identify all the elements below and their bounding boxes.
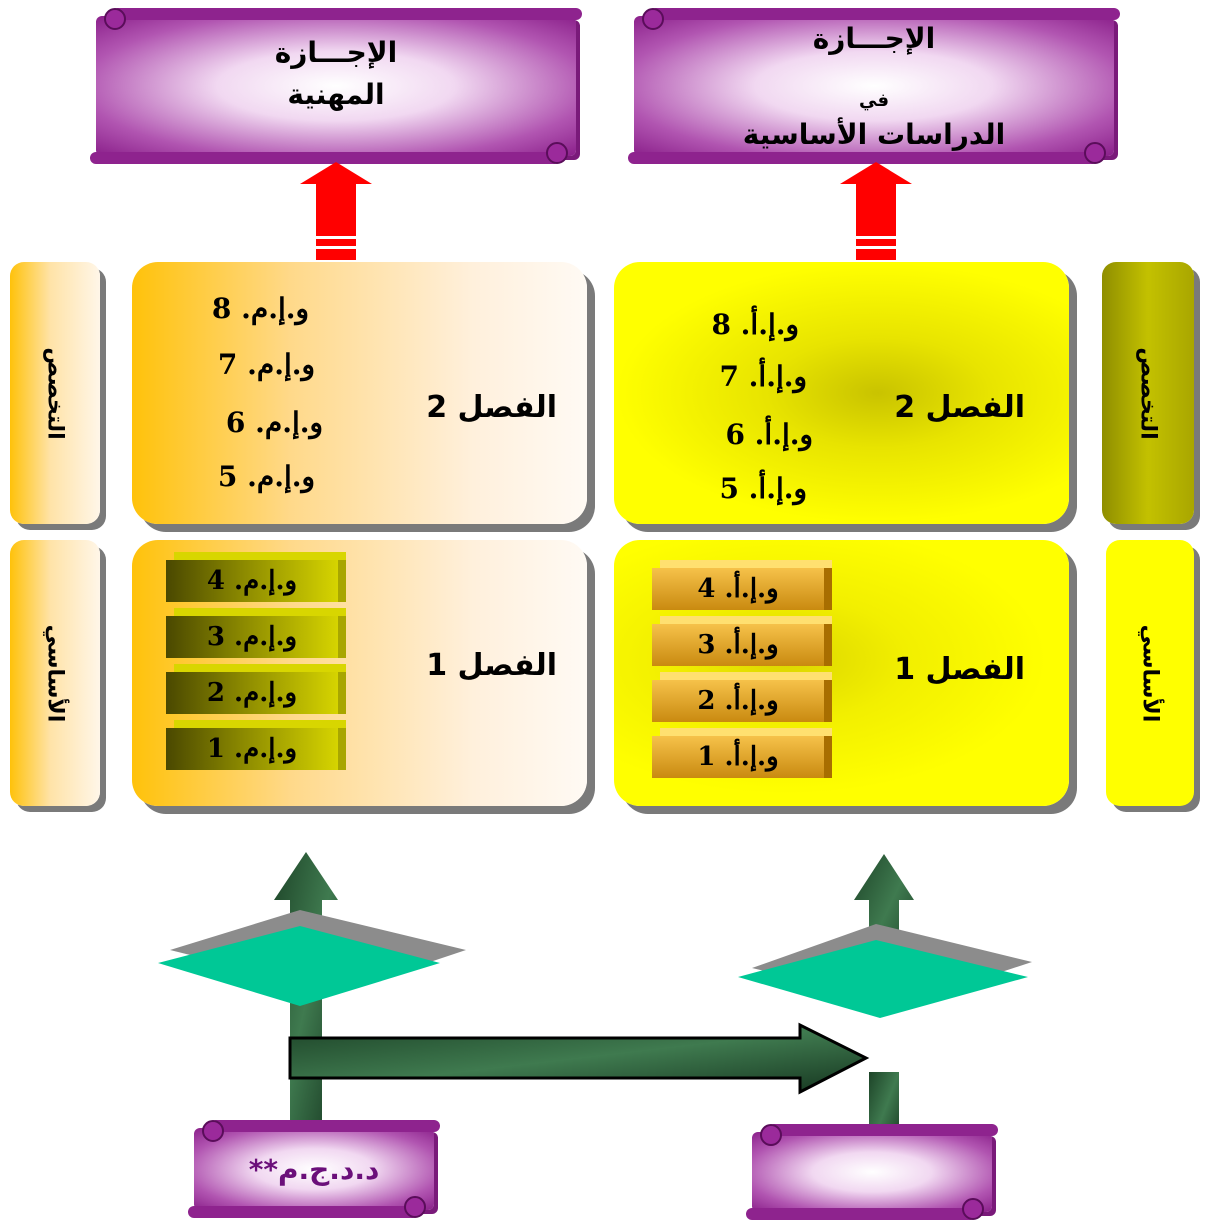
diploma-professional-subtitle: المهنية xyxy=(287,78,385,111)
fundamental-entry-label xyxy=(752,1132,992,1212)
module-block: و.إ.أ. 4 xyxy=(652,560,832,610)
red-up-arrow-left xyxy=(300,162,372,260)
side-tab-label: التخصص xyxy=(42,346,68,440)
side-tab-basic-left: الأساسي xyxy=(10,540,100,806)
module-item: و.إ.م. 7 xyxy=(217,348,315,381)
ddjm-banner: د.د.ج.م** xyxy=(188,1120,440,1218)
green-right-arrow xyxy=(288,1022,870,1095)
module-item: و.إ.م. 5 xyxy=(217,460,315,493)
diploma-professional-title: الإجـــازة xyxy=(274,36,398,69)
diploma-fundamental-banner: الإجـــازة في الدراسات الأساسية xyxy=(628,8,1120,164)
module-block: و.إ.م. 4 xyxy=(166,552,346,602)
diamond-left xyxy=(158,910,466,1006)
module-item: و.إ.أ. 8 xyxy=(711,308,799,341)
module-item: و.إ.أ. 7 xyxy=(719,360,807,393)
red-up-arrow-right xyxy=(840,162,912,260)
ddjm-label: د.د.ج.م** xyxy=(248,1152,380,1186)
pathway-diagram xyxy=(158,852,1032,1152)
module-item: و.إ.أ. 5 xyxy=(719,472,807,505)
module-item: و.إ.م. 8 xyxy=(211,292,309,325)
side-tab-label: الأساسي xyxy=(42,624,68,722)
module-item: و.إ.م. 6 xyxy=(225,406,323,439)
fundamental-entry-banner xyxy=(746,1124,998,1220)
module-block: و.إ.م. 1 xyxy=(166,720,346,770)
module-block: و.إ.م. 3 xyxy=(166,608,346,658)
diploma-fundamental-subtitle: الدراسات الأساسية xyxy=(742,118,1006,151)
side-tab-label: الأساسي xyxy=(1137,624,1163,722)
diploma-professional-banner: الإجـــازة المهنية xyxy=(90,8,582,164)
side-tab-specialization-right: التخصص xyxy=(1102,262,1194,524)
panel-fundamental-semester2: و.إ.أ. 8 و.إ.أ. 7 و.إ.أ. 6 و.إ.أ. 5 الفص… xyxy=(614,262,1069,524)
module-block: و.إ.أ. 2 xyxy=(652,672,832,722)
semester-label: الفصل 1 xyxy=(894,652,1025,687)
diamond-right xyxy=(738,924,1032,1018)
semester-label: الفصل 2 xyxy=(894,390,1025,425)
side-tab-basic-right: الأساسي xyxy=(1106,540,1194,806)
module-block: و.إ.م. 2 xyxy=(166,664,346,714)
semester-label: الفصل 2 xyxy=(426,390,557,425)
diploma-fundamental-in: في xyxy=(859,90,889,111)
side-tab-specialization-left: التخصص xyxy=(10,262,100,524)
module-block: و.إ.أ. 3 xyxy=(652,616,832,666)
semester-label: الفصل 1 xyxy=(426,648,557,683)
diploma-fundamental-title: الإجـــازة xyxy=(812,22,936,55)
panel-professional-semester2: و.إ.م. 8 و.إ.م. 7 و.إ.م. 6 و.إ.م. 5 الفص… xyxy=(132,262,587,524)
module-block: و.إ.أ. 1 xyxy=(652,728,832,778)
module-item: و.إ.أ. 6 xyxy=(725,418,813,451)
side-tab-label: التخصص xyxy=(1135,346,1161,440)
